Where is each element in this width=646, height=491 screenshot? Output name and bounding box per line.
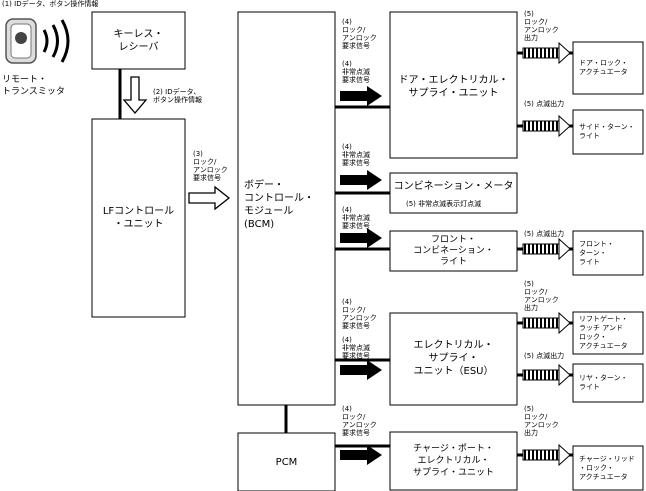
- combination-meter-label: コンビネーション・メータ: [393, 180, 514, 192]
- charge-lid-actuator-box: [572, 445, 644, 491]
- keyless-receiver-box: [91, 11, 186, 70]
- dashed-arrow-liftgate: [522, 311, 571, 335]
- signal-5-flash-rear: (5) 点滅出力: [524, 352, 565, 360]
- rear-turn-light-label: リヤ・ターン・ ライト: [579, 374, 628, 391]
- liftgate-actuator-label: リフトゲート・ ラッチ アンド ロック・ アクチュエータ: [579, 315, 628, 350]
- dashed-arrow-door-lock: [522, 41, 571, 65]
- combination-meter-box: [389, 172, 518, 214]
- door-esu-box: [389, 11, 518, 159]
- side-turn-light-label: サイド・ターン・ ライト: [579, 123, 635, 140]
- dashed-arrow-charge-lid: [522, 443, 571, 467]
- signal-4-hazard-door: (4) 非常点滅 要求信号: [342, 60, 370, 84]
- signal-3-label: (3) ロック/ アンロック 要求信号: [193, 150, 228, 182]
- id-data-note: (1) IDデータ、ボタン操作情報: [2, 0, 99, 8]
- lf-control-unit-label: LFコントロール ・ユニット: [102, 206, 175, 230]
- hollow-arrow-3: [188, 185, 231, 211]
- front-combination-light-label: フロント・ コンビネーション・ ライト: [413, 234, 494, 267]
- signal-4-lock-esu: (4) ロック/ アンロック 要求信号: [342, 298, 377, 330]
- solid-arrow-charge: [340, 445, 382, 465]
- lf-control-unit-box: [91, 118, 186, 318]
- pcm-label: PCM: [275, 456, 298, 468]
- combination-meter-sub: (5) 非常点滅表示灯点滅: [406, 200, 482, 208]
- solid-arrow-esu: [340, 360, 382, 380]
- signal-5-lock-door: (5) ロック/ アンロック 出力: [524, 10, 559, 42]
- charge-port-esu-label: チャージ・ポート・ エレクトリカル・ サプライ・ユニット: [412, 444, 494, 478]
- charge-port-esu-box: [389, 431, 518, 491]
- signal-5-lock-liftgate: (5) ロック/ アンロック 出力: [524, 280, 559, 312]
- door-lock-actuator-label: ドア・ロック・ アクチュエータ: [579, 59, 628, 76]
- hollow-arrow-2: [122, 76, 148, 115]
- signal-5-flash-side: (5) 点滅出力: [524, 100, 565, 108]
- pcm-box: [237, 432, 336, 491]
- dashed-arrow-rear-turn: [522, 363, 571, 387]
- door-esu-label: ドア・エレクトリカル・ サプライ・ユニット: [398, 75, 509, 99]
- remote-transmitter-label: リモート・ トランスミッタ: [2, 75, 65, 97]
- door-lock-actuator-box: [572, 41, 644, 95]
- solid-arrow-front: [340, 228, 382, 248]
- signal-4-lock-charge: (4) ロック/ アンロック 要求信号: [342, 405, 377, 437]
- dashed-arrow-side-turn: [522, 114, 571, 138]
- signal-4-hazard-front: (4) 非常点滅 要求信号: [342, 206, 370, 230]
- rear-turn-light-box: [572, 363, 644, 403]
- keyless-receiver-label: キーレス・ レシーバ: [113, 28, 164, 53]
- bcm-label: ボデー・ コントロール・ モジュール (BCM): [244, 180, 314, 230]
- side-turn-light-box: [572, 109, 644, 155]
- solid-arrow-meter: [340, 170, 382, 190]
- signal-5-flash-front: (5) 点滅出力: [524, 230, 565, 238]
- bcm-box: [237, 11, 336, 406]
- esu-box: [389, 312, 518, 406]
- remote-transmitter-icon: [5, 18, 70, 64]
- dashed-arrow-front-turn: [522, 237, 571, 261]
- solid-arrow-door: [340, 86, 382, 106]
- esu-label: エレクトリカル・ サプライ・ ユニット（ESU）: [413, 339, 494, 377]
- signal-4-hazard-meter: (4) 非常点滅 要求信号: [342, 143, 370, 167]
- signal-4-lock-door: (4) ロック/ アンロック 要求信号: [342, 18, 377, 50]
- front-combination-light-box: [389, 230, 518, 272]
- signal-4-hazard-esu: (4) 非常点滅 要求信号: [342, 336, 370, 360]
- front-turn-light-label: フロント・ ターン・ ライト: [579, 239, 614, 266]
- liftgate-actuator-box: [572, 311, 644, 355]
- signal-2-label: (2) IDデータ、 ボタン操作情報: [153, 88, 202, 104]
- charge-lid-actuator-label: チャージ・リッド ・ロック・ アクチュエータ: [579, 454, 635, 481]
- front-turn-light-box: [572, 230, 644, 276]
- signal-5-lock-charge: (5) ロック/ アンロック 出力: [524, 405, 559, 437]
